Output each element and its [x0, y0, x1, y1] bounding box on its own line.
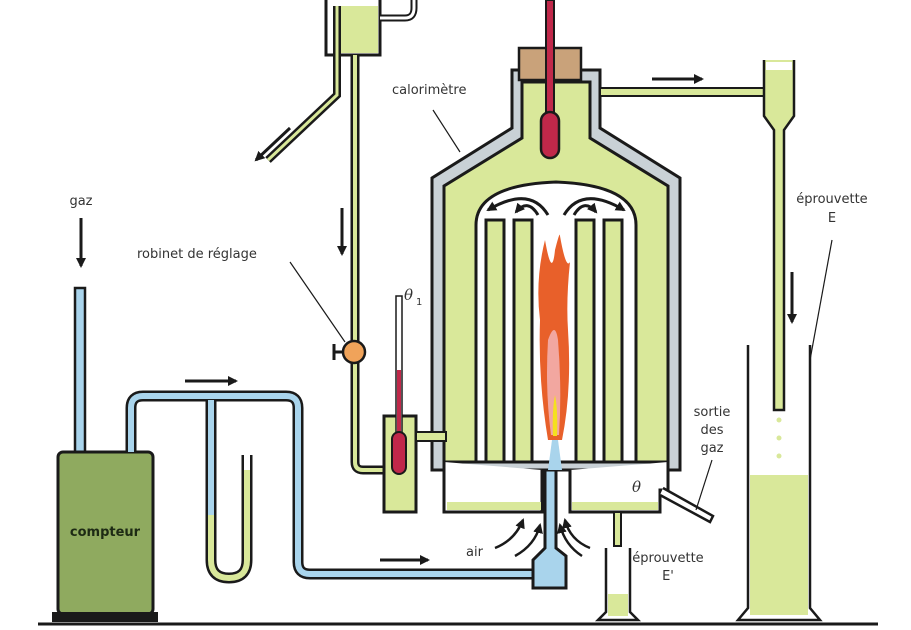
exhaust-pipe — [659, 486, 715, 524]
label-eprouvette-e2-line1: éprouvette — [632, 551, 703, 566]
label-sortie-line2: des — [700, 423, 723, 438]
label-theta1: θ — [404, 286, 413, 304]
label-gaz: gaz — [69, 194, 92, 209]
gas-inlet-pipe — [73, 286, 87, 455]
condensate-drain — [613, 511, 622, 547]
leader-line — [289, 261, 346, 343]
graduated-cylinder-e-prime — [594, 548, 642, 622]
leader-line — [695, 459, 713, 511]
overflow-funnel — [762, 60, 796, 412]
label-sortie-line1: sortie — [694, 405, 731, 420]
regulating-valve — [332, 339, 367, 365]
water-drop — [776, 453, 782, 459]
manometer-u-tube — [205, 400, 253, 584]
label-eprouvette-e2-line2: E' — [662, 569, 674, 584]
water-drop — [776, 417, 782, 423]
graduated-cylinder-e — [735, 345, 823, 622]
water-outlet-pipe — [599, 87, 771, 97]
label-theta: θ — [632, 478, 641, 496]
leader-line — [809, 239, 833, 361]
water-drop — [776, 435, 782, 441]
burner — [531, 468, 568, 590]
label-sortie-line3: gaz — [700, 441, 723, 456]
leader-line — [432, 109, 461, 153]
flame — [538, 234, 570, 470]
label-air: air — [466, 545, 484, 560]
hot-gas-flow-arrows — [486, 197, 626, 216]
label-theta1-subscript: 1 — [416, 297, 422, 308]
label-eprouvette-e-line2: E — [828, 211, 836, 226]
thermometer-theta1 — [391, 295, 407, 475]
water-supply-pipe — [350, 55, 386, 475]
flow-arrow-icon — [254, 126, 292, 162]
label-eprouvette-e-line1: éprouvette — [796, 192, 867, 207]
air-intake-arrows — [494, 518, 591, 558]
label-robinet: robinet de réglage — [137, 247, 257, 262]
gas-meter — [52, 450, 158, 622]
label-compteur: compteur — [70, 525, 141, 540]
label-calorimetre: calorimètre — [392, 83, 466, 98]
thermometer-main — [539, 0, 561, 160]
